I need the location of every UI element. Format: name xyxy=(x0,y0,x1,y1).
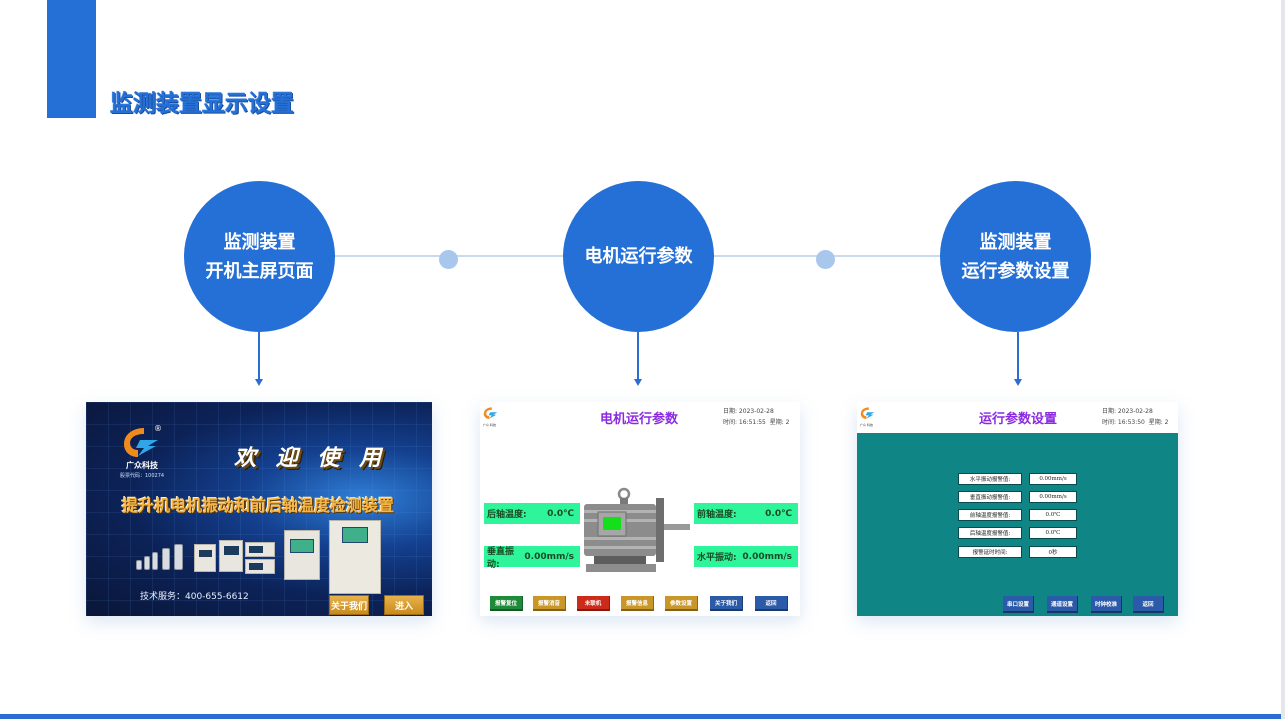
front-bearing-temp-readout: 前轴温度: 0.0℃ xyxy=(694,503,798,524)
screenshot-home: ® 广众科技 股票代码：100274 欢 迎 使 用 提升机电机振动和前后轴温度… xyxy=(86,402,432,616)
step-label-line1: 监测装置 xyxy=(223,231,296,253)
step-circle-motor: 电机运行参数 xyxy=(563,181,714,332)
enter-button[interactable]: 进入 xyxy=(384,595,424,615)
date-text: 日期: 2023-02-28 xyxy=(723,408,774,415)
arrow-down-icon xyxy=(255,379,263,386)
company-logo-icon xyxy=(483,407,498,419)
serial-port-settings-button[interactable]: 串口设置 xyxy=(1003,596,1034,613)
product-name: 提升机电机振动和前后轴温度检测装置 xyxy=(122,496,395,515)
arrow-line xyxy=(258,332,260,379)
welcome-text: 欢 迎 使 用 xyxy=(234,445,387,471)
reading-label: 后轴温度: xyxy=(487,510,527,520)
datetime-readout: 日期: 2023-02-28 时间: 16:51:55 星期: 2 xyxy=(723,406,789,428)
reading-value: 0.0℃ xyxy=(765,508,792,519)
motor-illustration-icon xyxy=(584,487,690,572)
time-text: 时间: 16:51:55 xyxy=(723,419,766,426)
step-label-line2: 运行参数设置 xyxy=(961,260,1070,282)
front-bearing-temp-alarm-input[interactable]: 0.0℃ xyxy=(1029,509,1077,521)
weekday-text: 星期: 2 xyxy=(769,419,790,426)
step-label-line2: 开机主屏页面 xyxy=(205,260,314,282)
rear-bearing-temp-readout: 后轴温度: 0.0℃ xyxy=(484,503,580,524)
service-hotline: 技术服务：400-655-6612 xyxy=(140,592,249,602)
datetime-readout: 日期: 2023-02-28 时间: 16:53:50 星期: 2 xyxy=(1102,406,1168,428)
reading-label: 垂直振动: xyxy=(487,546,515,570)
about-us-button[interactable]: 关于我们 xyxy=(710,596,743,611)
page-title: 监测装置显示设置 xyxy=(110,90,294,117)
logo-text: 广众·科技 xyxy=(860,423,873,427)
vertical-vibration-readout: 垂直振动: 0.00mm/s xyxy=(484,546,580,570)
logo-text: 广众·科技 xyxy=(483,423,496,427)
param-label: 前轴温度报警值: xyxy=(958,509,1022,521)
arrow-down-icon xyxy=(1014,379,1022,386)
param-label: 报警延时时间: xyxy=(958,546,1022,558)
registered-mark: ® xyxy=(154,424,162,433)
step-label-line1: 电机运行参数 xyxy=(584,246,693,267)
back-button[interactable]: 返回 xyxy=(755,596,788,611)
arrow-line xyxy=(1017,332,1019,379)
company-logo-icon xyxy=(860,407,875,419)
weekday-text: 星期: 2 xyxy=(1148,419,1169,426)
alarm-reset-button[interactable]: 报警复位 xyxy=(490,596,523,611)
screen-title: 运行参数设置 xyxy=(979,412,1058,427)
connection-status-button[interactable]: 未联机 xyxy=(577,596,610,611)
parameter-settings-button[interactable]: 参数设置 xyxy=(665,596,698,611)
horizontal-vibration-readout: 水平振动: 0.00mm/s xyxy=(694,546,798,567)
reading-value: 0.00mm/s xyxy=(524,551,574,562)
slide-edge xyxy=(1281,0,1285,719)
company-logo-icon xyxy=(124,428,158,457)
rear-bearing-temp-alarm-input[interactable]: 0.0℃ xyxy=(1029,527,1077,539)
time-text: 时间: 16:53:50 xyxy=(1102,419,1145,426)
clock-calibration-button[interactable]: 时钟校准 xyxy=(1091,596,1122,613)
alarm-delay-input[interactable]: 0秒 xyxy=(1029,546,1077,558)
stock-code: 股票代码：100274 xyxy=(120,473,165,479)
footer-bar xyxy=(0,714,1281,719)
param-label: 后轴温度报警值: xyxy=(958,527,1022,539)
reading-value: 0.00mm/s xyxy=(742,551,792,562)
back-button[interactable]: 返回 xyxy=(1133,596,1164,613)
screenshot-run-parameter-settings: 广众·科技 运行参数设置 日期: 2023-02-28 时间: 16:53:50… xyxy=(857,402,1178,616)
screen-title: 电机运行参数 xyxy=(600,412,679,427)
step-label-line1: 监测装置 xyxy=(979,231,1052,253)
reading-label: 水平振动: xyxy=(697,553,737,563)
screenshot-motor-parameters: 广众·科技 电机运行参数 日期: 2023-02-28 时间: 16:51:55… xyxy=(480,402,800,616)
param-label: 水平振动报警值: xyxy=(958,473,1022,485)
reading-value: 0.0℃ xyxy=(547,508,574,519)
horizontal-vibration-alarm-input[interactable]: 0.00mm/s xyxy=(1029,473,1077,485)
channel-settings-button[interactable]: 通道设置 xyxy=(1047,596,1078,613)
date-text: 日期: 2023-02-28 xyxy=(1102,408,1153,415)
step-circle-home: 监测装置 开机主屏页面 xyxy=(184,181,335,332)
brand-name: 广众科技 xyxy=(126,461,158,470)
settings-panel xyxy=(857,433,1178,616)
alarm-mute-button[interactable]: 报警消音 xyxy=(533,596,566,611)
arrow-down-icon xyxy=(634,379,642,386)
about-us-button[interactable]: 关于我们 xyxy=(329,595,369,615)
alarm-info-button[interactable]: 报警信息 xyxy=(621,596,654,611)
arrow-line xyxy=(637,332,639,379)
reading-label: 前轴温度: xyxy=(697,510,737,520)
param-label: 垂直振动报警值: xyxy=(958,491,1022,503)
timeline-dot xyxy=(816,250,835,269)
timeline-dot xyxy=(439,250,458,269)
title-accent-block xyxy=(47,0,96,118)
step-circle-settings: 监测装置 运行参数设置 xyxy=(940,181,1091,332)
vertical-vibration-alarm-input[interactable]: 0.00mm/s xyxy=(1029,491,1077,503)
